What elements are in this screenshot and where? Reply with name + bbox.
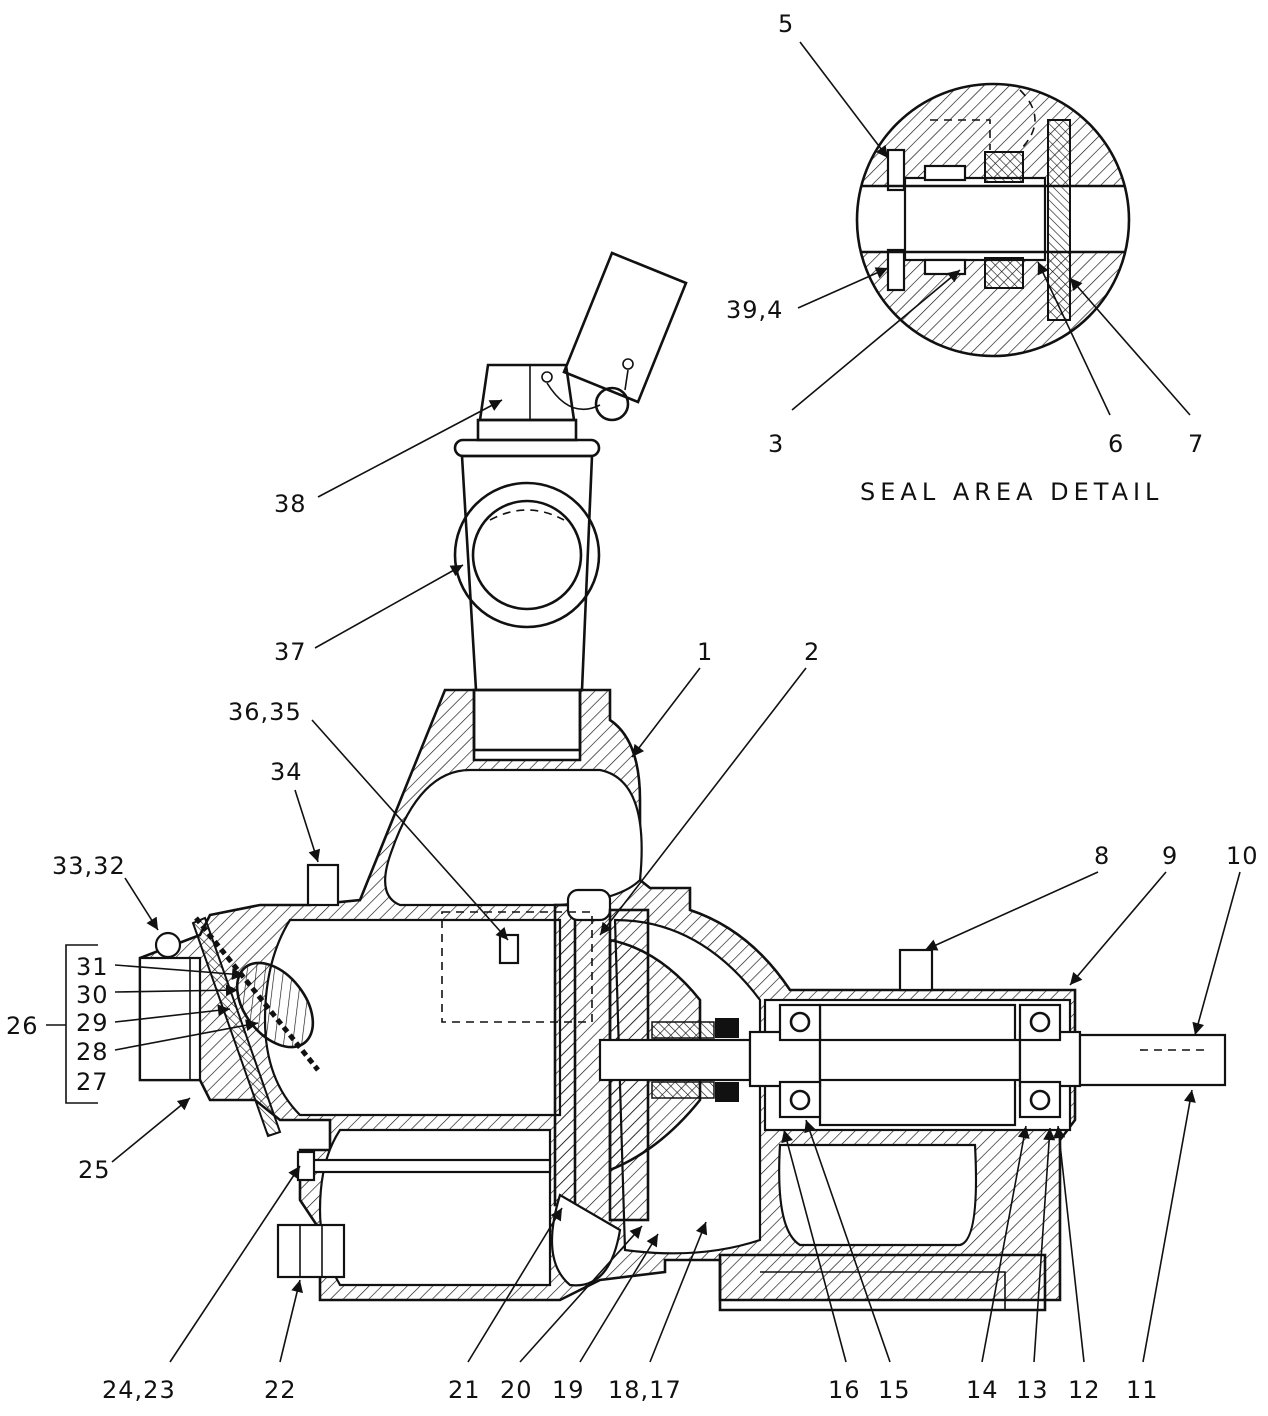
label-1: 1 <box>697 638 713 666</box>
label-21: 21 <box>448 1376 481 1404</box>
label-15: 15 <box>878 1376 911 1404</box>
label-33-32: 33,32 <box>52 852 126 880</box>
part-labels: 5 39,4 3 6 7 38 37 1 2 36,35 34 33,32 31… <box>6 10 1259 1404</box>
label-25: 25 <box>78 1156 111 1184</box>
label-3: 3 <box>768 430 784 458</box>
label-24-23: 24,23 <box>102 1376 176 1404</box>
label-30: 30 <box>76 981 109 1009</box>
air-release-valve <box>453 251 688 752</box>
label-36-35: 36,35 <box>228 698 302 726</box>
label-20: 20 <box>500 1376 533 1404</box>
label-6: 6 <box>1108 430 1124 458</box>
label-26: 26 <box>6 1012 39 1040</box>
label-8: 8 <box>1094 842 1110 870</box>
label-34: 34 <box>270 758 303 786</box>
leader-lines <box>46 41 1241 1363</box>
label-2: 2 <box>804 638 820 666</box>
label-11: 11 <box>1126 1376 1159 1404</box>
seal-area-detail-caption: SEAL AREA DETAIL <box>860 478 1163 506</box>
label-27: 27 <box>76 1068 109 1096</box>
label-22: 22 <box>264 1376 297 1404</box>
label-29: 29 <box>76 1009 109 1037</box>
label-10: 10 <box>1226 842 1259 870</box>
label-7: 7 <box>1188 430 1204 458</box>
label-31: 31 <box>76 953 109 981</box>
label-12: 12 <box>1068 1376 1101 1404</box>
label-18-17: 18,17 <box>608 1376 682 1404</box>
label-28: 28 <box>76 1038 109 1066</box>
label-37: 37 <box>274 638 307 666</box>
label-39-4: 39,4 <box>726 296 783 324</box>
label-13: 13 <box>1016 1376 1049 1404</box>
label-19: 19 <box>552 1376 585 1404</box>
label-14: 14 <box>966 1376 999 1404</box>
label-16: 16 <box>828 1376 861 1404</box>
label-5: 5 <box>778 10 794 38</box>
label-38: 38 <box>274 490 307 518</box>
label-9: 9 <box>1162 842 1178 870</box>
internal-parts <box>154 863 1227 1287</box>
seal-area-detail <box>855 82 1131 358</box>
